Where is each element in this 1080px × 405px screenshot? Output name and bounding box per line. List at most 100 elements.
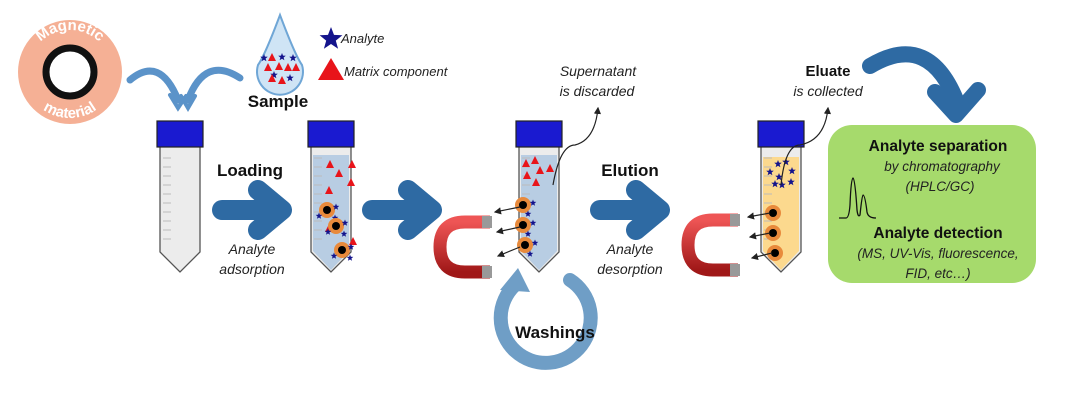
matrix-triangle-icon: [318, 58, 344, 80]
legend-analyte: Analyte: [340, 31, 384, 46]
magnet-pole: [730, 214, 740, 226]
attraction-arrow: [493, 206, 521, 215]
matrix-triangle-icon: [268, 74, 276, 82]
sample-label: Sample: [248, 92, 308, 111]
analyte-star-icon: [775, 173, 783, 181]
magnet-elution: [681, 212, 773, 277]
analyte-star-icon: [315, 212, 323, 219]
discard-pointer: [552, 106, 602, 186]
material-label: material: [41, 98, 99, 122]
analyte-star-icon: [529, 199, 537, 206]
particle-core: [521, 241, 529, 249]
analysis-arrow: [862, 46, 966, 113]
particle-core: [769, 229, 777, 237]
matrix-triangle-icon: [531, 156, 539, 164]
analyte-star-icon: [524, 210, 532, 217]
legend-matrix: Matrix component: [344, 64, 449, 79]
collect-pointer: [780, 106, 832, 186]
elution-sub-1: Analyte: [606, 241, 654, 257]
analyte-star-icon: [347, 243, 355, 250]
magnet-icon: [433, 215, 490, 279]
tube-cap: [515, 120, 563, 148]
analyte-star-icon: [782, 158, 790, 166]
attraction-arrow: [496, 246, 521, 258]
tube-cap: [307, 120, 355, 148]
attraction-arrow: [746, 212, 771, 220]
matrix-triangle-icon: [546, 164, 554, 172]
analyte-star-icon: [341, 219, 349, 226]
tube-body: [159, 145, 201, 273]
analyte-star-icon: [289, 54, 297, 62]
analyte-star-icon: [330, 252, 338, 259]
analysis-box: Analyte separation by chromatography (HP…: [828, 125, 1036, 283]
magnetic-material-icon: Magnetic material: [18, 17, 122, 124]
separation-sub-2: (HPLC/GC): [905, 179, 974, 194]
particle-core: [769, 209, 777, 217]
matrix-triangle-icon: [284, 63, 292, 71]
analyte-star-icon: [531, 239, 539, 246]
washings-cycle-arrow: [493, 273, 598, 370]
elution-sub-2: desorption: [597, 261, 663, 277]
magnet-pole: [730, 264, 740, 276]
legend: Analyte Matrix component: [318, 27, 449, 80]
matrix-triangle-icon: [347, 178, 355, 186]
attraction-arrow: [750, 252, 773, 261]
eluate-label: Eluate: [805, 63, 850, 80]
analyte-star-icon: [332, 203, 340, 210]
matrix-triangle-icon: [325, 186, 333, 194]
analyte-star-icon: [529, 219, 537, 226]
matrix-triangle-icon: [335, 169, 343, 177]
matrix-triangle-icon: [532, 178, 540, 186]
magnet-pole: [482, 216, 492, 228]
separation-title: Analyte separation: [869, 138, 1008, 155]
magnet-pole: [482, 266, 492, 278]
particle-core: [519, 201, 527, 209]
loading-tube: [307, 120, 357, 273]
washing-tube: [515, 120, 563, 273]
analyte-star-icon: [270, 71, 278, 79]
analyte-star-icon: [331, 214, 339, 221]
loading-sub-2: adsorption: [219, 261, 285, 277]
attraction-arrow: [748, 232, 771, 240]
matrix-triangle-icon: [522, 159, 530, 167]
eluate-sub: is collected: [793, 83, 863, 99]
matrix-triangle-icon: [536, 166, 544, 174]
matrix-triangle-icon: [326, 160, 334, 168]
particle-core: [338, 246, 346, 254]
detection-sub-1: (MS, UV-Vis, fluorescence,: [857, 246, 1018, 261]
analyte-star-icon: [788, 167, 796, 175]
particle-core: [771, 249, 779, 257]
matrix-triangle-icon: [264, 63, 272, 71]
matrix-triangle-icon: [278, 76, 286, 84]
loading-sub-1: Analyte: [228, 241, 276, 257]
matrix-triangle-icon: [349, 237, 357, 245]
analyte-star-icon: [340, 230, 348, 237]
loading-label: Loading: [217, 161, 283, 180]
merge-arrows: [126, 66, 244, 112]
analyte-star-icon: [778, 181, 786, 189]
analyte-star-icon: [278, 53, 286, 61]
particle-core: [332, 222, 340, 230]
washings-arrowhead: [500, 268, 530, 292]
sample-drop-icon: [256, 12, 304, 96]
magnet-washing: [433, 206, 521, 279]
analyte-star-icon: [774, 160, 782, 168]
empty-tube: [156, 120, 204, 273]
supernatant-label-1: Supernatant: [560, 63, 637, 79]
transfer-arrow: [362, 180, 442, 240]
attraction-arrow: [495, 226, 521, 235]
loading-arrow: [212, 180, 292, 240]
analyte-star-icon: [319, 27, 343, 49]
elution-arrow: [590, 180, 670, 240]
analyte-star-icon: [766, 168, 774, 176]
tube-cap: [757, 120, 805, 148]
tube-cap: [156, 120, 204, 148]
matrix-triangle-icon: [348, 160, 356, 168]
detection-sub-2: FID, etc…): [905, 266, 970, 281]
matrix-triangle-icon: [523, 171, 531, 179]
matrix-triangle-icon: [292, 63, 300, 71]
analyte-star-icon: [526, 250, 534, 257]
analyte-star-icon: [787, 178, 795, 186]
magnet-icon: [681, 213, 738, 277]
analyte-star-icon: [260, 54, 268, 62]
